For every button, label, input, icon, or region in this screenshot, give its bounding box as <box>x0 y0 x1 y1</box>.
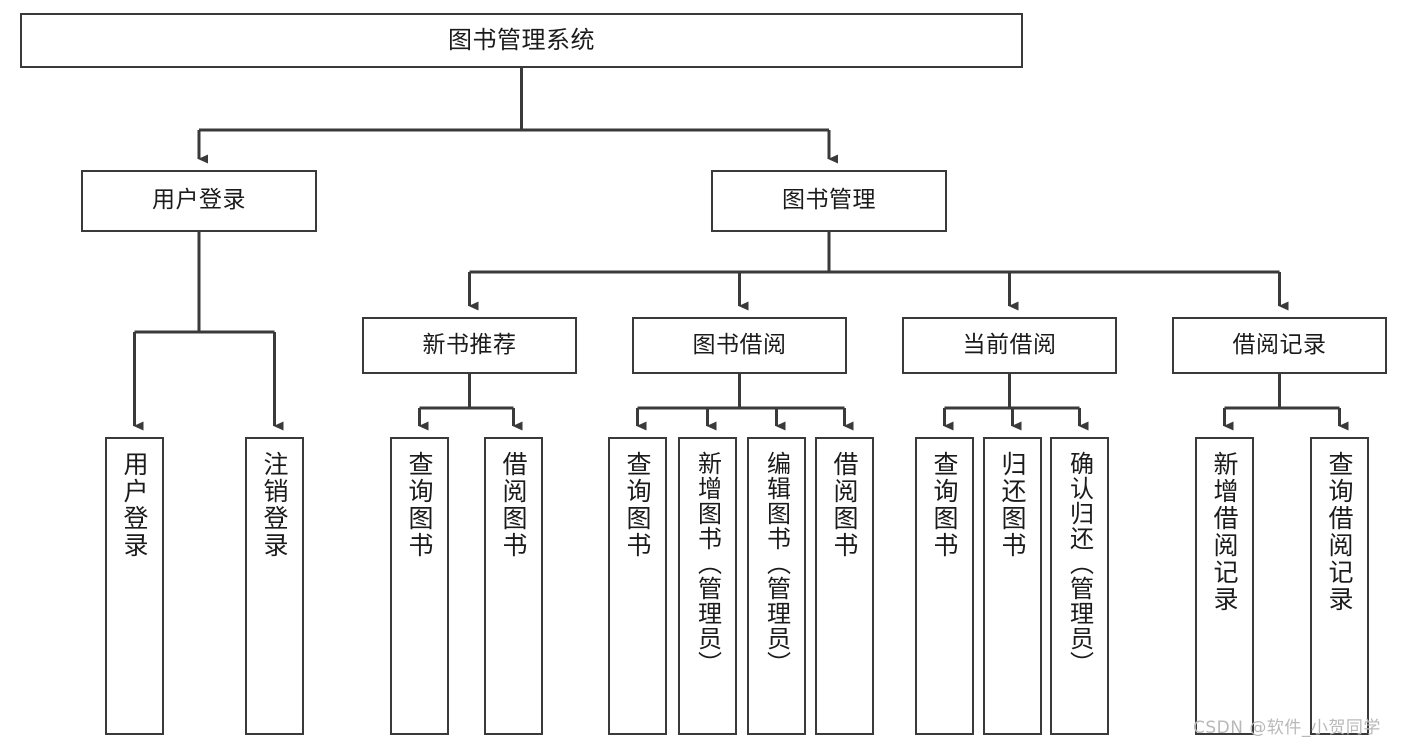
node-label: 查询图书 <box>405 451 434 559</box>
node-root[interactable]: 图书管理系统 <box>20 13 1023 68</box>
node-label: 注销登录 <box>260 451 289 559</box>
node-label: 用户登录 <box>120 451 149 559</box>
node-book-manage[interactable]: 图书管理 <box>711 170 947 232</box>
node-leaf-query-book[interactable]: 查询图书 <box>608 437 667 735</box>
node-leaf-query-book-cur[interactable]: 查询图书 <box>915 437 974 735</box>
node-leaf-add-book[interactable]: 新增图书（管理员） <box>678 437 737 735</box>
node-leaf-borrow-book[interactable]: 借阅图书 <box>815 437 874 735</box>
node-label: 新增图书（管理员） <box>693 451 722 676</box>
node-label: 查询借阅记录 <box>1325 451 1354 613</box>
node-label: 图书管理系统 <box>448 26 595 55</box>
node-borrow-record[interactable]: 借阅记录 <box>1172 317 1387 374</box>
node-label: 查询图书 <box>930 451 959 559</box>
node-leaf-logout[interactable]: 注销登录 <box>245 437 304 735</box>
node-leaf-add-record[interactable]: 新增借阅记录 <box>1195 437 1254 735</box>
node-current-borrow[interactable]: 当前借阅 <box>902 317 1117 374</box>
node-user-login[interactable]: 用户登录 <box>81 170 317 232</box>
node-label: 当前借阅 <box>962 331 1057 358</box>
node-new-book-rec[interactable]: 新书推荐 <box>362 317 577 374</box>
node-leaf-confirm-return[interactable]: 确认归还（管理员） <box>1050 437 1109 735</box>
node-leaf-edit-book[interactable]: 编辑图书（管理员） <box>747 437 806 735</box>
node-label: 新书推荐 <box>422 331 517 358</box>
node-leaf-user-login[interactable]: 用户登录 <box>105 437 164 735</box>
node-label: 用户登录 <box>152 187 246 214</box>
node-leaf-query-record[interactable]: 查询借阅记录 <box>1310 437 1369 735</box>
node-label: 图书管理 <box>782 187 876 214</box>
csdn-watermark: CSDN @软件_小贺同学 <box>1193 718 1381 738</box>
node-leaf-query-book-rec[interactable]: 查询图书 <box>390 437 449 735</box>
node-label: 归还图书 <box>998 451 1027 559</box>
node-label: 确认归还（管理员） <box>1065 451 1094 676</box>
node-label: 图书借阅 <box>692 331 787 358</box>
node-leaf-return-book[interactable]: 归还图书 <box>983 437 1042 735</box>
node-label: 新增借阅记录 <box>1210 451 1239 613</box>
node-label: 借阅图书 <box>499 451 528 559</box>
node-leaf-borrow-book-rec[interactable]: 借阅图书 <box>484 437 543 735</box>
node-label: 借阅记录 <box>1232 331 1327 358</box>
node-label: 编辑图书（管理员） <box>762 451 791 676</box>
node-label: 借阅图书 <box>830 451 859 559</box>
node-label: 查询图书 <box>623 451 652 559</box>
node-book-borrow[interactable]: 图书借阅 <box>632 317 847 374</box>
